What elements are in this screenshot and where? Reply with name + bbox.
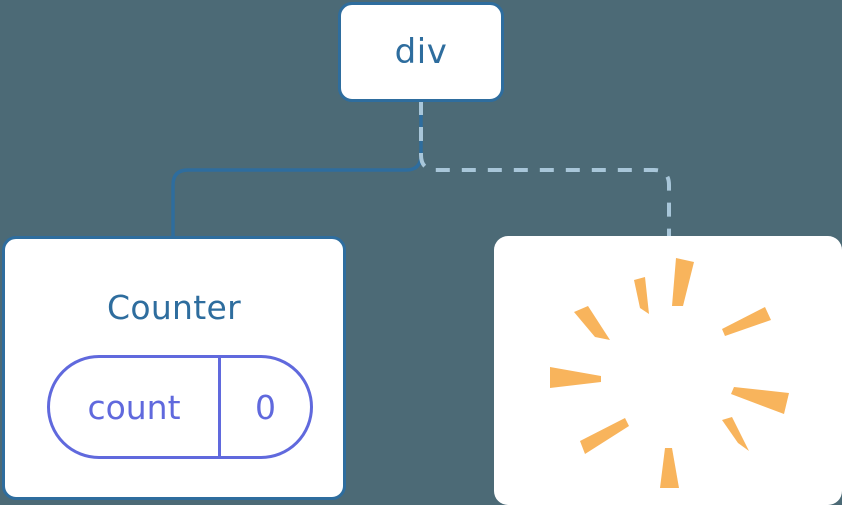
node-counter-label: Counter <box>107 288 241 327</box>
node-div[interactable]: div <box>338 2 504 102</box>
node-sparkle[interactable] <box>494 236 842 505</box>
state-pill-count[interactable]: count 0 <box>47 355 313 459</box>
node-div-label: div <box>394 32 448 72</box>
edge-root-to-sparkle <box>419 101 671 236</box>
node-counter[interactable]: Counter count 0 <box>2 236 346 500</box>
sparkle-burst-icon <box>550 258 789 488</box>
edge-root-to-counter <box>171 99 423 238</box>
state-pill-value: 0 <box>255 387 276 427</box>
state-pill-key: count <box>50 358 221 456</box>
